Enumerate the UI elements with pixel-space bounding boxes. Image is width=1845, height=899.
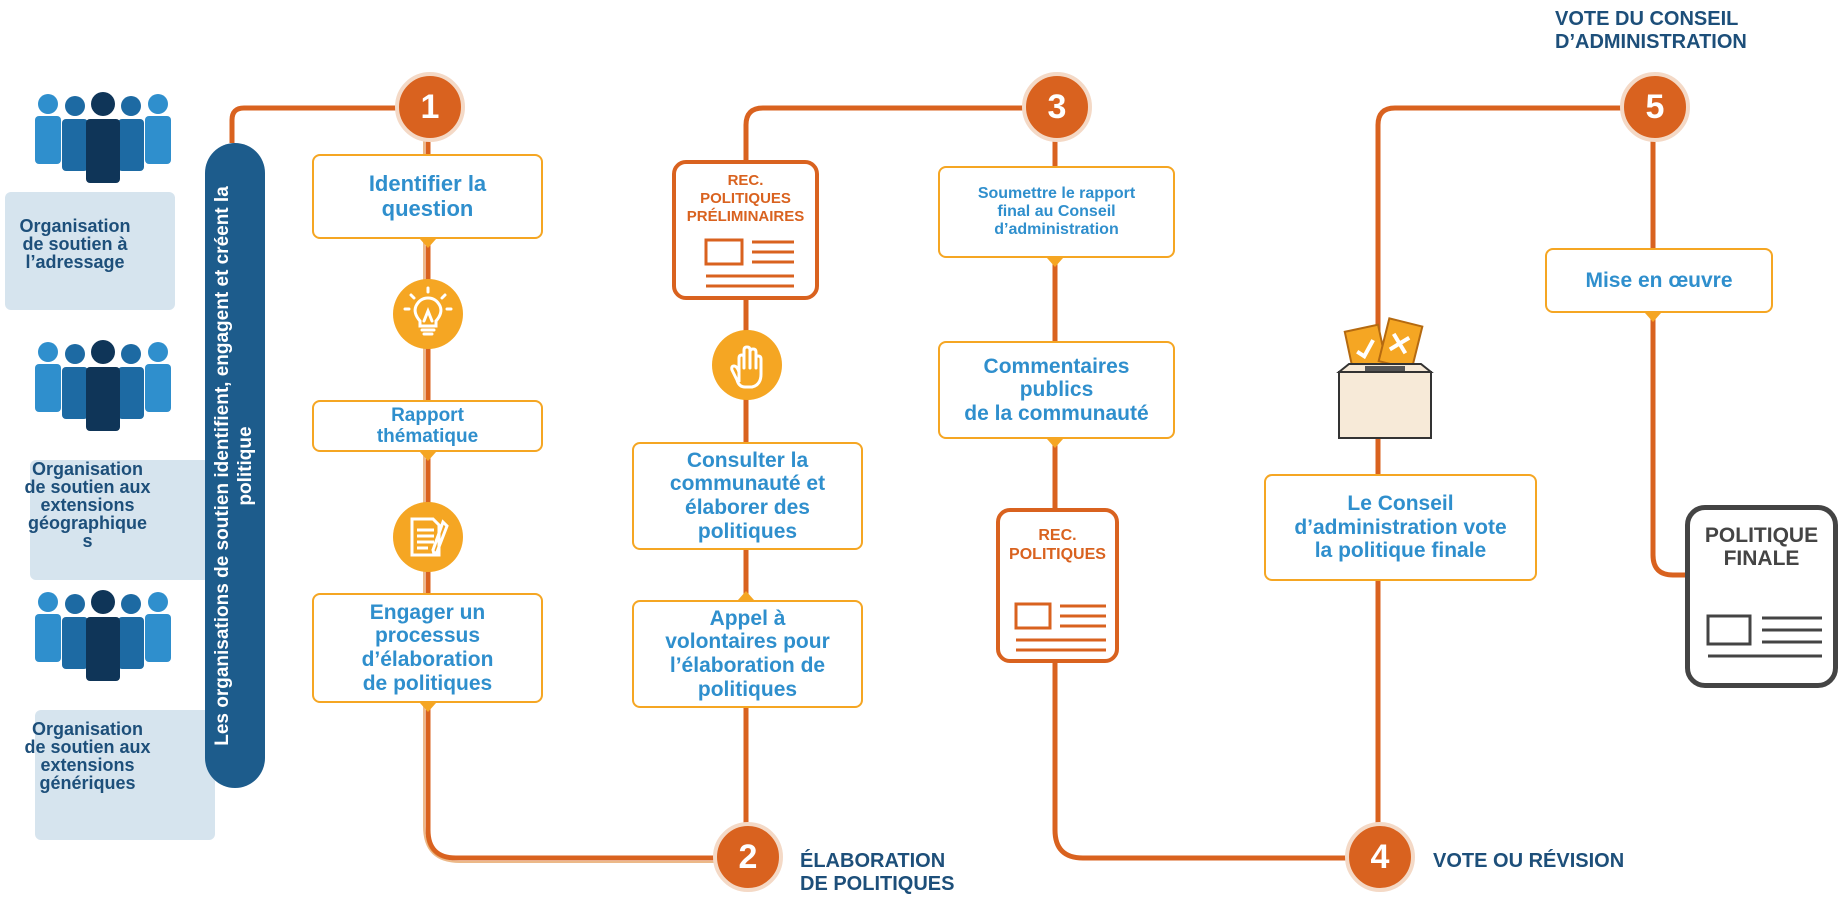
flow-line-bar-to-1	[229, 105, 428, 143]
box-board-votes-final-policy: Le Conseil d’administration vote la poli…	[1264, 474, 1537, 581]
doc-preliminary-recommendations: REC. POLITIQUES PRÉLIMINAIRES	[672, 160, 819, 300]
ballot-box-icon	[1335, 310, 1435, 440]
people-group-icon	[35, 590, 171, 681]
doc-final-title: POLITIQUE FINALE	[1704, 524, 1819, 571]
stage-label-board-vote: VOTE DU CONSEIL D’ADMINISTRATION	[1555, 8, 1747, 53]
box-submit-final-report: Soumettre le rapport final au Conseil d’…	[938, 166, 1175, 258]
raised-hand-icon	[712, 330, 782, 400]
flow-line-3-to-4	[1052, 108, 1378, 861]
org-geographic-label: Organisation de soutien aux extensions g…	[24, 459, 151, 551]
people-group-icon	[35, 92, 171, 183]
flow-line-5-to-final	[1650, 108, 1685, 578]
doc-policy-recommendations: REC. POLITIQUES	[996, 508, 1119, 663]
stage-label-vote-or-revision: VOTE OU RÉVISION	[1433, 850, 1625, 872]
box-consult-community: Consulter la communauté et élaborer des …	[632, 442, 863, 550]
step-2-circle: 2	[713, 822, 783, 892]
support-orgs-bar-text: Les organisations de soutien identifient…	[212, 186, 256, 746]
step-1-circle: 1	[395, 72, 465, 142]
people-group-icon	[35, 340, 171, 431]
doc-lines-icon	[704, 238, 794, 288]
box-call-volunteers: Appel à volontaires pour l’élaboration d…	[632, 600, 863, 708]
box-thematic-report: Rapport thématique	[312, 400, 543, 452]
org-generic-label: Organisation de soutien aux extensions g…	[24, 719, 151, 793]
flow-line-2-to-3	[743, 105, 1055, 858]
doc-lines-icon	[1014, 602, 1106, 652]
org-geographic-panel	[30, 460, 210, 580]
stage-label-policy-development: ÉLABORATION DE POLITIQUES	[800, 850, 955, 895]
flow-line-4-to-5	[1375, 105, 1653, 858]
doc-policies-title: REC. POLITIQUES	[1009, 527, 1106, 564]
box-identify-question: Identifier la question	[312, 154, 543, 239]
step-3-circle: 3	[1022, 72, 1092, 142]
support-orgs-bar	[205, 143, 265, 788]
doc-preliminary-title: REC. POLITIQUES PRÉLIMINAIRES	[686, 172, 805, 225]
org-generic-panel	[35, 710, 215, 840]
doc-lines-icon	[1706, 614, 1822, 658]
org-addressing-label: Organisation de soutien à l’adressage	[19, 216, 131, 272]
lightbulb-icon	[393, 279, 463, 349]
step-5-circle: 5	[1620, 72, 1690, 142]
document-pen-icon	[393, 502, 463, 572]
flow-line-1-to-2	[425, 108, 746, 861]
org-addressing-panel	[5, 192, 175, 310]
box-engage-process: Engager un processus d’élaboration de po…	[312, 593, 543, 703]
box-implementation: Mise en œuvre	[1545, 248, 1773, 313]
box-public-comments: Commentaires publics de la communauté	[938, 341, 1175, 439]
step-4-circle: 4	[1345, 822, 1415, 892]
doc-final-policy: POLITIQUE FINALE	[1685, 505, 1838, 688]
